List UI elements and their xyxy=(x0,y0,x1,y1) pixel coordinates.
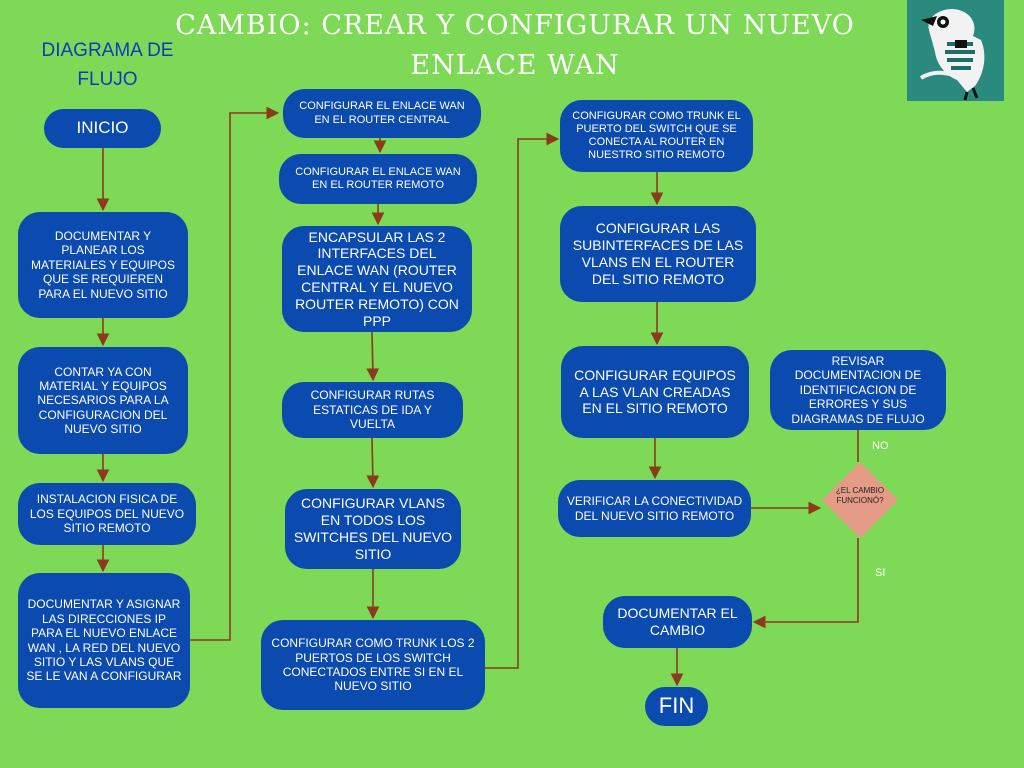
arrow-asignar-to-wan-central xyxy=(190,106,280,641)
edge-label-si: SI xyxy=(875,567,886,579)
step-encapsular-ppp: ENCAPSULAR LAS 2 INTERFACES DEL ENLACE W… xyxy=(282,226,472,332)
eagle-logo-icon xyxy=(907,0,1004,101)
step-rutas-estaticas: CONFIGURAR RUTAS ESTATICAS DE IDA Y VUEL… xyxy=(282,382,463,438)
step-contar-material: CONTAR YA CON MATERIAL Y EQUIPOS NECESAR… xyxy=(18,347,188,454)
arrow-trunk-to-trunk-router xyxy=(485,132,560,669)
arrow-encapsular-to-rutas xyxy=(366,331,380,382)
decision-label: ¿EL CAMBIO FUNCIONÓ? xyxy=(835,486,885,505)
step-wan-router-central: CONFIGURAR EL ENLACE WAN EN EL ROUTER CE… xyxy=(283,89,481,138)
step-trunk-switches: CONFIGURAR COMO TRUNK LOS 2 PUERTOS DE L… xyxy=(261,620,485,710)
step-wan-router-remoto: CONFIGURAR EL ENLACE WAN EN EL ROUTER RE… xyxy=(279,154,477,204)
step-vlans-switches: CONFIGURAR VLANS EN TODOS LOS SWITCHES D… xyxy=(285,489,461,569)
step-documentar-cambio: DOCUMENTAR EL CAMBIO xyxy=(603,596,752,648)
step-instalacion-fisica: INSTALACION FISICA DE LOS EQUIPOS DEL NU… xyxy=(18,483,196,545)
step-equipos-vlan: CONFIGURAR EQUIPOS A LAS VLAN CREADAS EN… xyxy=(561,346,749,438)
diagram-subtitle: DIAGRAMA DE FLUJO xyxy=(41,40,174,90)
step-documentar-asignar-ip: DOCUMENTAR Y ASIGNAR LAS DIRECCIONES IP … xyxy=(18,573,190,708)
step-trunk-router: CONFIGURAR COMO TRUNK EL PUERTO DEL SWIT… xyxy=(560,100,753,172)
diagram-title: CAMBIO: CREAR Y CONFIGURAR UN NUEVO ENLA… xyxy=(175,10,855,81)
step-revisar: REVISAR DOCUMENTACION DE IDENTIFICACION … xyxy=(770,350,946,430)
step-verificar: VERIFICAR LA CONECTIVIDAD DEL NUEVO SITI… xyxy=(558,480,751,537)
edge-label-no: NO xyxy=(872,440,889,452)
start-node: INICIO xyxy=(44,109,161,148)
end-node: FIN xyxy=(645,687,708,726)
arrow-decision-to-documentar-cambio xyxy=(752,538,859,629)
step-subinterfaces: CONFIGURAR LAS SUBINTERFACES DE LAS VLAN… xyxy=(560,206,756,302)
arrow-rutas-to-vlans xyxy=(366,437,380,489)
decision-node: ¿EL CAMBIO FUNCIONÓ? xyxy=(821,461,899,539)
step-documentar-planear: DOCUMENTAR Y PLANEAR LOS MATERIALES Y EQ… xyxy=(18,212,188,318)
